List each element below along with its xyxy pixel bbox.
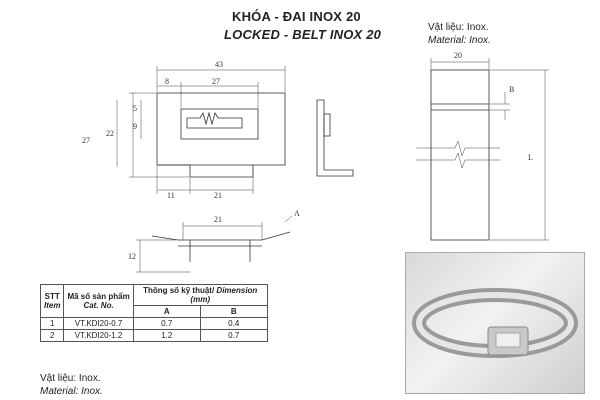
dim-22: 22	[106, 129, 114, 138]
dim-belt-width: 20	[454, 51, 462, 60]
label-b: B	[509, 85, 514, 94]
material-vi: Vật liệu: Inox.	[428, 22, 489, 33]
belt-outline	[430, 69, 490, 241]
title-english: LOCKED - BELT INOX 20	[224, 27, 382, 42]
header-code-vi: Mã số sản phẩm	[67, 292, 130, 301]
side-view	[316, 99, 354, 177]
dim-27-top: 27	[212, 77, 220, 86]
section-view: 21 12 A	[128, 209, 300, 273]
dim-21-section: 21	[214, 215, 222, 224]
dim-43: 43	[215, 60, 223, 69]
front-view: 43 8 27 5 9 22 27 11 21	[82, 60, 286, 200]
dim-21-bottom: 21	[214, 191, 222, 200]
header-stt: STT Item	[39, 284, 65, 318]
dim-5: 5	[133, 104, 137, 113]
belt-view: 20 B L	[416, 51, 549, 241]
spec-table: STT Item Mã số sản phẩm Cat. No. Thông s…	[39, 284, 268, 342]
dim-8: 8	[165, 77, 169, 86]
header-code: Mã số sản phẩm Cat. No.	[63, 284, 134, 318]
side-profile	[316, 99, 354, 177]
material-note-top: Vật liệu: Inox. Material: Inox.	[428, 21, 491, 47]
label-a: A	[294, 209, 300, 218]
header-code-en: Cat. No.	[83, 301, 114, 310]
lock-window	[180, 108, 259, 140]
belt-lock-illustration	[412, 288, 578, 358]
header-spec-en: Dimension	[216, 286, 258, 295]
dim-27-side: 27	[82, 136, 90, 145]
product-photo	[405, 252, 585, 394]
side-teeth	[323, 113, 331, 137]
lock-plate-outline	[156, 92, 286, 166]
material-en: Material: Inox.	[428, 35, 491, 46]
header-stt-vi: STT	[44, 292, 60, 301]
material-vi: Vật liệu: Inox.	[40, 373, 101, 384]
title-vietnamese: KHÓA - ĐAI INOX 20	[232, 9, 361, 24]
header-spec: Thông số kỹ thuật/ Dimension (mm)	[132, 284, 268, 306]
header-spec-vi: Thông số kỹ thuật/	[143, 286, 215, 295]
teeth-profile	[186, 111, 243, 129]
cell-stt: 1	[39, 317, 65, 330]
cell-b: 0.7	[199, 329, 268, 342]
label-l: L	[528, 153, 533, 162]
cell-stt: 2	[39, 329, 65, 342]
lock-tab	[157, 164, 254, 178]
material-note-bottom: Vật liệu: Inox. Material: Inox.	[40, 372, 103, 398]
table-row: 2 VT.KDI20-1.2 1.2 0.7	[39, 329, 268, 342]
section-profile	[151, 231, 291, 262]
cell-code: VT.KDI20-0.7	[63, 317, 134, 330]
table-row: 1 VT.KDI20-0.7 0.7 0.4	[39, 317, 268, 330]
dim-12: 12	[128, 252, 136, 261]
dim-9: 9	[133, 122, 137, 131]
cell-a: 1.2	[132, 329, 201, 342]
dim-11: 11	[167, 191, 175, 200]
cell-code: VT.KDI20-1.2	[63, 329, 134, 342]
cell-a: 0.7	[132, 317, 201, 330]
cell-b: 0.4	[199, 317, 268, 330]
header-col-a: A	[132, 305, 201, 318]
material-en: Material: Inox.	[40, 386, 103, 397]
header-unit: (mm)	[190, 295, 210, 304]
header-stt-en: Item	[44, 301, 61, 310]
header-col-b: B	[199, 305, 268, 318]
break-line	[416, 140, 500, 157]
